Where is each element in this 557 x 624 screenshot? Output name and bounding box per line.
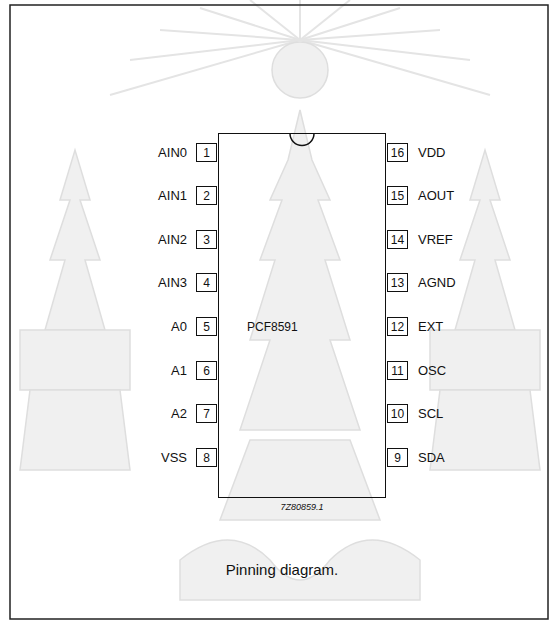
pin-number: 9 xyxy=(387,448,408,467)
pin-name: SCL xyxy=(418,407,443,420)
pin-number: 10 xyxy=(387,404,408,423)
chip-name: PCF8591 xyxy=(247,320,298,334)
pin-number: 3 xyxy=(196,230,217,249)
pin-name: AIN0 xyxy=(158,146,187,159)
pin-number: 11 xyxy=(387,361,408,380)
pin-name: AIN1 xyxy=(158,189,187,202)
pin-name: A2 xyxy=(171,407,187,420)
pin-name: VREF xyxy=(418,233,453,246)
pin-number: 13 xyxy=(387,273,408,292)
ic-body: PCF8591 xyxy=(218,133,386,498)
pin-number: 7 xyxy=(196,404,217,423)
pin-name: SDA xyxy=(418,451,445,464)
drawing-number: 7Z80859.1 xyxy=(280,503,323,512)
pin-name: A0 xyxy=(171,320,187,333)
pin-number: 6 xyxy=(196,361,217,380)
ic-notch xyxy=(290,134,314,146)
pin-name: EXT xyxy=(418,320,443,333)
pin-name: AIN2 xyxy=(158,233,187,246)
pin-number: 14 xyxy=(387,230,408,249)
pin-name: AOUT xyxy=(418,189,454,202)
pin-name: AGND xyxy=(418,276,456,289)
pin-name: VSS xyxy=(161,451,187,464)
watermark-emblem xyxy=(20,42,540,600)
pin-number: 8 xyxy=(196,448,217,467)
pin-number: 2 xyxy=(196,186,217,205)
frame xyxy=(10,5,548,619)
pin-number: 4 xyxy=(196,273,217,292)
pin-name: VDD xyxy=(418,146,445,159)
caption: Pinning diagram. xyxy=(226,562,339,577)
pin-number: 5 xyxy=(196,317,217,336)
pin-name: A1 xyxy=(171,364,187,377)
pin-number: 16 xyxy=(387,143,408,162)
pin-number: 12 xyxy=(387,317,408,336)
pin-name: AIN3 xyxy=(158,276,187,289)
pin-name: OSC xyxy=(418,364,446,377)
pin-number: 15 xyxy=(387,186,408,205)
pin-number: 1 xyxy=(196,143,217,162)
